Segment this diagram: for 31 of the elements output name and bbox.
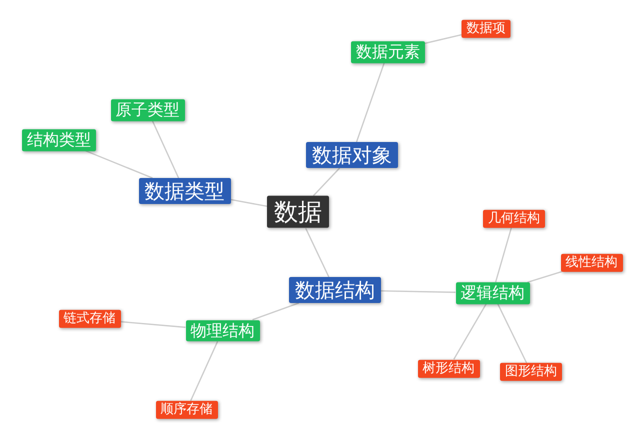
connector-line bbox=[424, 34, 462, 44]
leaf-topic-box: 数据项 bbox=[462, 20, 510, 38]
connector-line bbox=[120, 321, 186, 328]
main-topic-box: 数据对象 bbox=[306, 142, 398, 168]
connector-line bbox=[190, 341, 218, 402]
connector-line bbox=[230, 198, 268, 207]
connector-line bbox=[495, 227, 512, 282]
subtopic-box: 逻辑结构 bbox=[456, 282, 530, 304]
connector-line bbox=[152, 120, 180, 178]
connector-line bbox=[453, 303, 487, 360]
connector-line bbox=[252, 302, 300, 320]
leaf-topic-box: 图形结构 bbox=[500, 362, 562, 382]
connector-line bbox=[312, 168, 340, 196]
leaf-topic-box: 几何结构 bbox=[483, 209, 545, 228]
leaf-topic-box: 链式存储 bbox=[58, 310, 120, 328]
main-topic-box: 数据类型 bbox=[138, 178, 230, 204]
leaf-topic-box: 树形结构 bbox=[418, 359, 480, 378]
subtopic-box: 数据元素 bbox=[351, 41, 425, 63]
subtopic-box: 原子类型 bbox=[110, 99, 184, 121]
central-topic-box: 数据 bbox=[267, 196, 329, 228]
connector-line bbox=[527, 271, 562, 283]
connector-line bbox=[85, 150, 153, 179]
connector-line bbox=[305, 228, 330, 278]
connector-line bbox=[356, 62, 385, 142]
main-topic-box: 数据结构 bbox=[289, 277, 381, 303]
subtopic-box: 物理结构 bbox=[186, 320, 260, 342]
connector-line bbox=[380, 290, 456, 293]
leaf-topic-box: 顺序存储 bbox=[156, 400, 218, 420]
subtopic-box: 结构类型 bbox=[22, 129, 96, 151]
connector-line bbox=[497, 304, 528, 364]
leaf-topic-box: 线性结构 bbox=[560, 253, 622, 272]
